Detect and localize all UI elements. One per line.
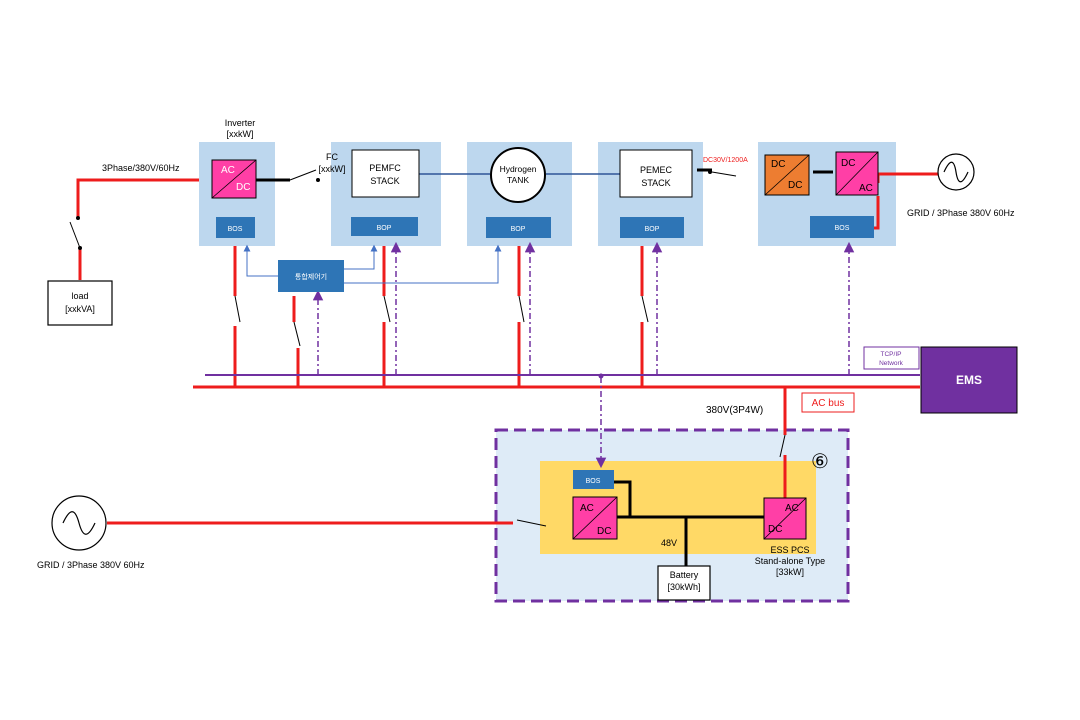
dcac-ac-label: AC bbox=[859, 183, 873, 194]
phase-left-label: 3Phase/380V/60Hz bbox=[102, 163, 180, 173]
hydrogen-tank bbox=[490, 147, 546, 203]
switches bbox=[69, 169, 786, 527]
pemfc-stack bbox=[351, 149, 420, 198]
grid-bottom-label: GRID / 3Phase 380V 60Hz bbox=[37, 560, 145, 570]
hydrogen-bop-label: BOP bbox=[511, 226, 526, 233]
pemfc-bop-label: BOP bbox=[377, 225, 392, 232]
inverter-title: Inverter bbox=[225, 118, 256, 128]
ess-line2: Stand-alone Type bbox=[755, 556, 825, 566]
bus-voltage-label: 380V(3P4W) bbox=[706, 405, 763, 416]
ess-right-ac: AC bbox=[785, 503, 799, 514]
pemec-bop bbox=[620, 217, 684, 238]
pemec-stack bbox=[619, 149, 693, 198]
inverter-ac-label: AC bbox=[221, 165, 235, 176]
grid-bottom-icon bbox=[51, 495, 107, 551]
ess-left-ac: AC bbox=[580, 503, 594, 514]
ess-right-dc: DC bbox=[768, 524, 782, 535]
hydrogen-line2: TANK bbox=[507, 175, 529, 185]
load-line2: [xxkVA] bbox=[65, 304, 95, 314]
dcdc-top-label: DC bbox=[771, 159, 785, 170]
ess-bos-label: BOS bbox=[586, 478, 601, 485]
ems-label: EMS bbox=[956, 373, 982, 387]
inverter-rating: [xxkW] bbox=[227, 129, 254, 139]
inverter-bos-label: BOS bbox=[228, 226, 243, 233]
ess-bos bbox=[573, 470, 614, 489]
dcac-bos bbox=[810, 216, 874, 238]
pemec-line1: PEMEC bbox=[640, 165, 673, 175]
tcp-line1: TCP/IP bbox=[881, 351, 902, 358]
battery-line1: Battery bbox=[670, 570, 699, 580]
hydrogen-bop bbox=[486, 217, 551, 238]
ess-line1: ESS PCS bbox=[770, 545, 809, 555]
grid-right-icon bbox=[937, 153, 975, 191]
load-box bbox=[47, 280, 113, 326]
fc-label: FC bbox=[326, 152, 338, 162]
dcac-bos-label: BOS bbox=[835, 225, 850, 232]
dcac-dc-label: DC bbox=[841, 158, 855, 169]
hydrogen-line1: Hydrogen bbox=[500, 164, 537, 174]
pemfc-bop bbox=[351, 217, 418, 236]
circle-number: ⑥ bbox=[811, 451, 829, 473]
battery-box bbox=[657, 565, 711, 601]
inverter-dc-label: DC bbox=[236, 182, 250, 193]
tcp-line2: Network bbox=[879, 360, 904, 367]
battery-line2: [30kWh] bbox=[667, 582, 700, 592]
fc-rating: [xxkW] bbox=[319, 164, 346, 174]
dc-rating-label: DC30V/1200A bbox=[703, 157, 748, 164]
tcp-ip-label-box bbox=[863, 346, 920, 370]
volt-48-label: 48V bbox=[661, 538, 677, 548]
integrated-controller-label: 통합제어기 bbox=[295, 272, 327, 281]
pemec-bop-label: BOP bbox=[645, 226, 660, 233]
ems-box bbox=[920, 346, 1018, 414]
load-line1: load bbox=[71, 291, 88, 301]
ess-line3: [33kW] bbox=[776, 567, 804, 577]
dcdc-bottom-label: DC bbox=[788, 180, 802, 191]
ess-left-dc: DC bbox=[597, 526, 611, 537]
pemfc-line1: PEMFC bbox=[369, 163, 401, 173]
inverter-bos bbox=[216, 217, 255, 238]
pemfc-line2: STACK bbox=[370, 176, 399, 186]
pemec-line2: STACK bbox=[641, 178, 670, 188]
integrated-controller bbox=[278, 260, 344, 292]
grid-right-label: GRID / 3Phase 380V 60Hz bbox=[907, 208, 1015, 218]
ac-bus-label-box bbox=[801, 392, 855, 413]
ac-bus-label: AC bus bbox=[812, 398, 845, 409]
